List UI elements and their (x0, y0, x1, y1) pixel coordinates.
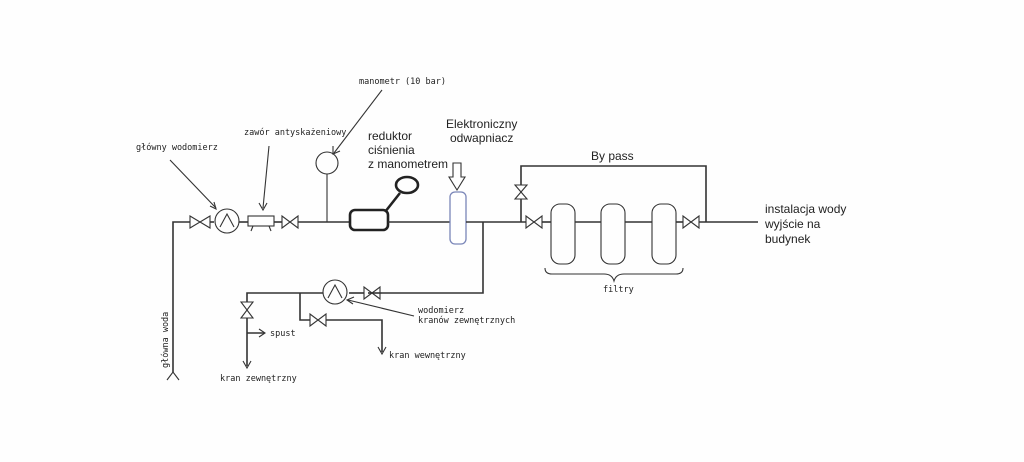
outlet-label-line2: wyjście na (764, 217, 821, 231)
outlet-label-line1: instalacja wody (765, 202, 846, 216)
softener-label-line2: odwapniacz (450, 131, 513, 145)
filter-outlet-valve-icon (682, 214, 700, 230)
outdoor-water-meter-icon (322, 279, 348, 305)
reducer-label-line3: z manometrem (368, 157, 448, 171)
outlet-label-line3: budynek (765, 232, 811, 246)
filter-3-icon (651, 203, 677, 265)
reducer-label-line1: reduktor (368, 129, 412, 143)
outdoor-tap-label: kran zewnętrzny (220, 374, 297, 384)
outdoor-meter-label-line2: kranów zewnętrznych (418, 315, 515, 326)
drain-valve-icon (239, 301, 255, 319)
main-water-meter-icon (214, 208, 240, 234)
indoor-tap-valve-icon (309, 312, 327, 328)
bypass-pipe (520, 165, 707, 222)
pressure-gauge-icon (315, 151, 339, 222)
gauge-label: manometr (10 bar) (359, 77, 446, 87)
antipollution-valve-icon (247, 215, 275, 232)
valve-icon (281, 214, 299, 230)
outdoor-branch-pipe (382, 222, 484, 294)
filter-1-icon (550, 203, 576, 265)
filters-label: filtry (603, 285, 634, 295)
drain-label: spust (270, 329, 296, 339)
pressure-reducer-icon (348, 175, 420, 232)
main-meter-label: główny wodomierz (136, 142, 218, 153)
softener-label-line1: Elektroniczny (446, 117, 517, 131)
main-water-label: główna woda (160, 312, 171, 368)
outdoor-meter-label-line1: wodomierz (418, 306, 464, 316)
main-water-riser (166, 221, 190, 381)
indoor-tap-label: kran wewnętrzny (389, 351, 466, 361)
filter-inlet-valve-icon (525, 214, 543, 230)
leader-lines (169, 89, 415, 317)
antipollution-valve-label: zawór antyskażeniowy (244, 127, 346, 138)
bypass-valve-icon (513, 184, 529, 200)
inlet-valve-icon (189, 215, 211, 229)
filter-2-icon (600, 203, 626, 265)
bypass-label: By pass (591, 149, 634, 163)
reducer-label-line2: ciśnienia (368, 143, 415, 157)
electronic-softener-icon (448, 162, 467, 245)
filters-brace (544, 267, 684, 283)
